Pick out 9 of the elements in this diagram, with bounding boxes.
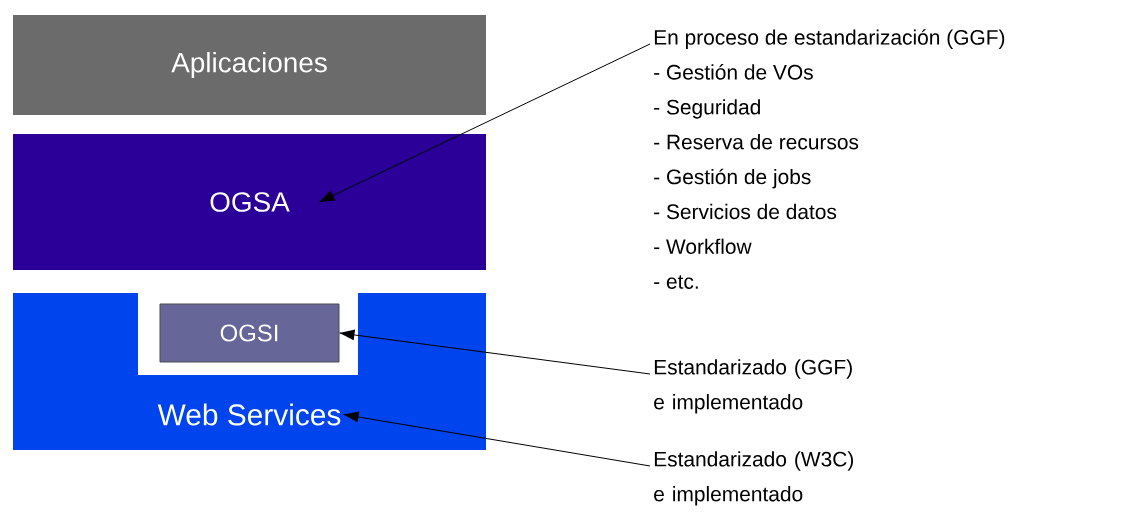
layer-box: Aplicaciones <box>13 15 486 115</box>
leader-arrow <box>319 43 651 203</box>
note-text: Estandarizado (GGF) e implementado <box>654 359 852 414</box>
leader-arrow <box>343 411 651 467</box>
component-box: OGSI <box>159 303 340 363</box>
note-text: En proceso de estandarización (GGF) - Gestión de VOs - Seguridad - Reserva de recursos - Gestión de jobs - Servicios de datos - Workflow - etc. <box>654 29 1005 289</box>
leader-arrow <box>339 329 651 375</box>
layer-box: OGSA <box>13 134 486 270</box>
note-text: Estandarizado (W3C) e implementado <box>654 451 853 506</box>
